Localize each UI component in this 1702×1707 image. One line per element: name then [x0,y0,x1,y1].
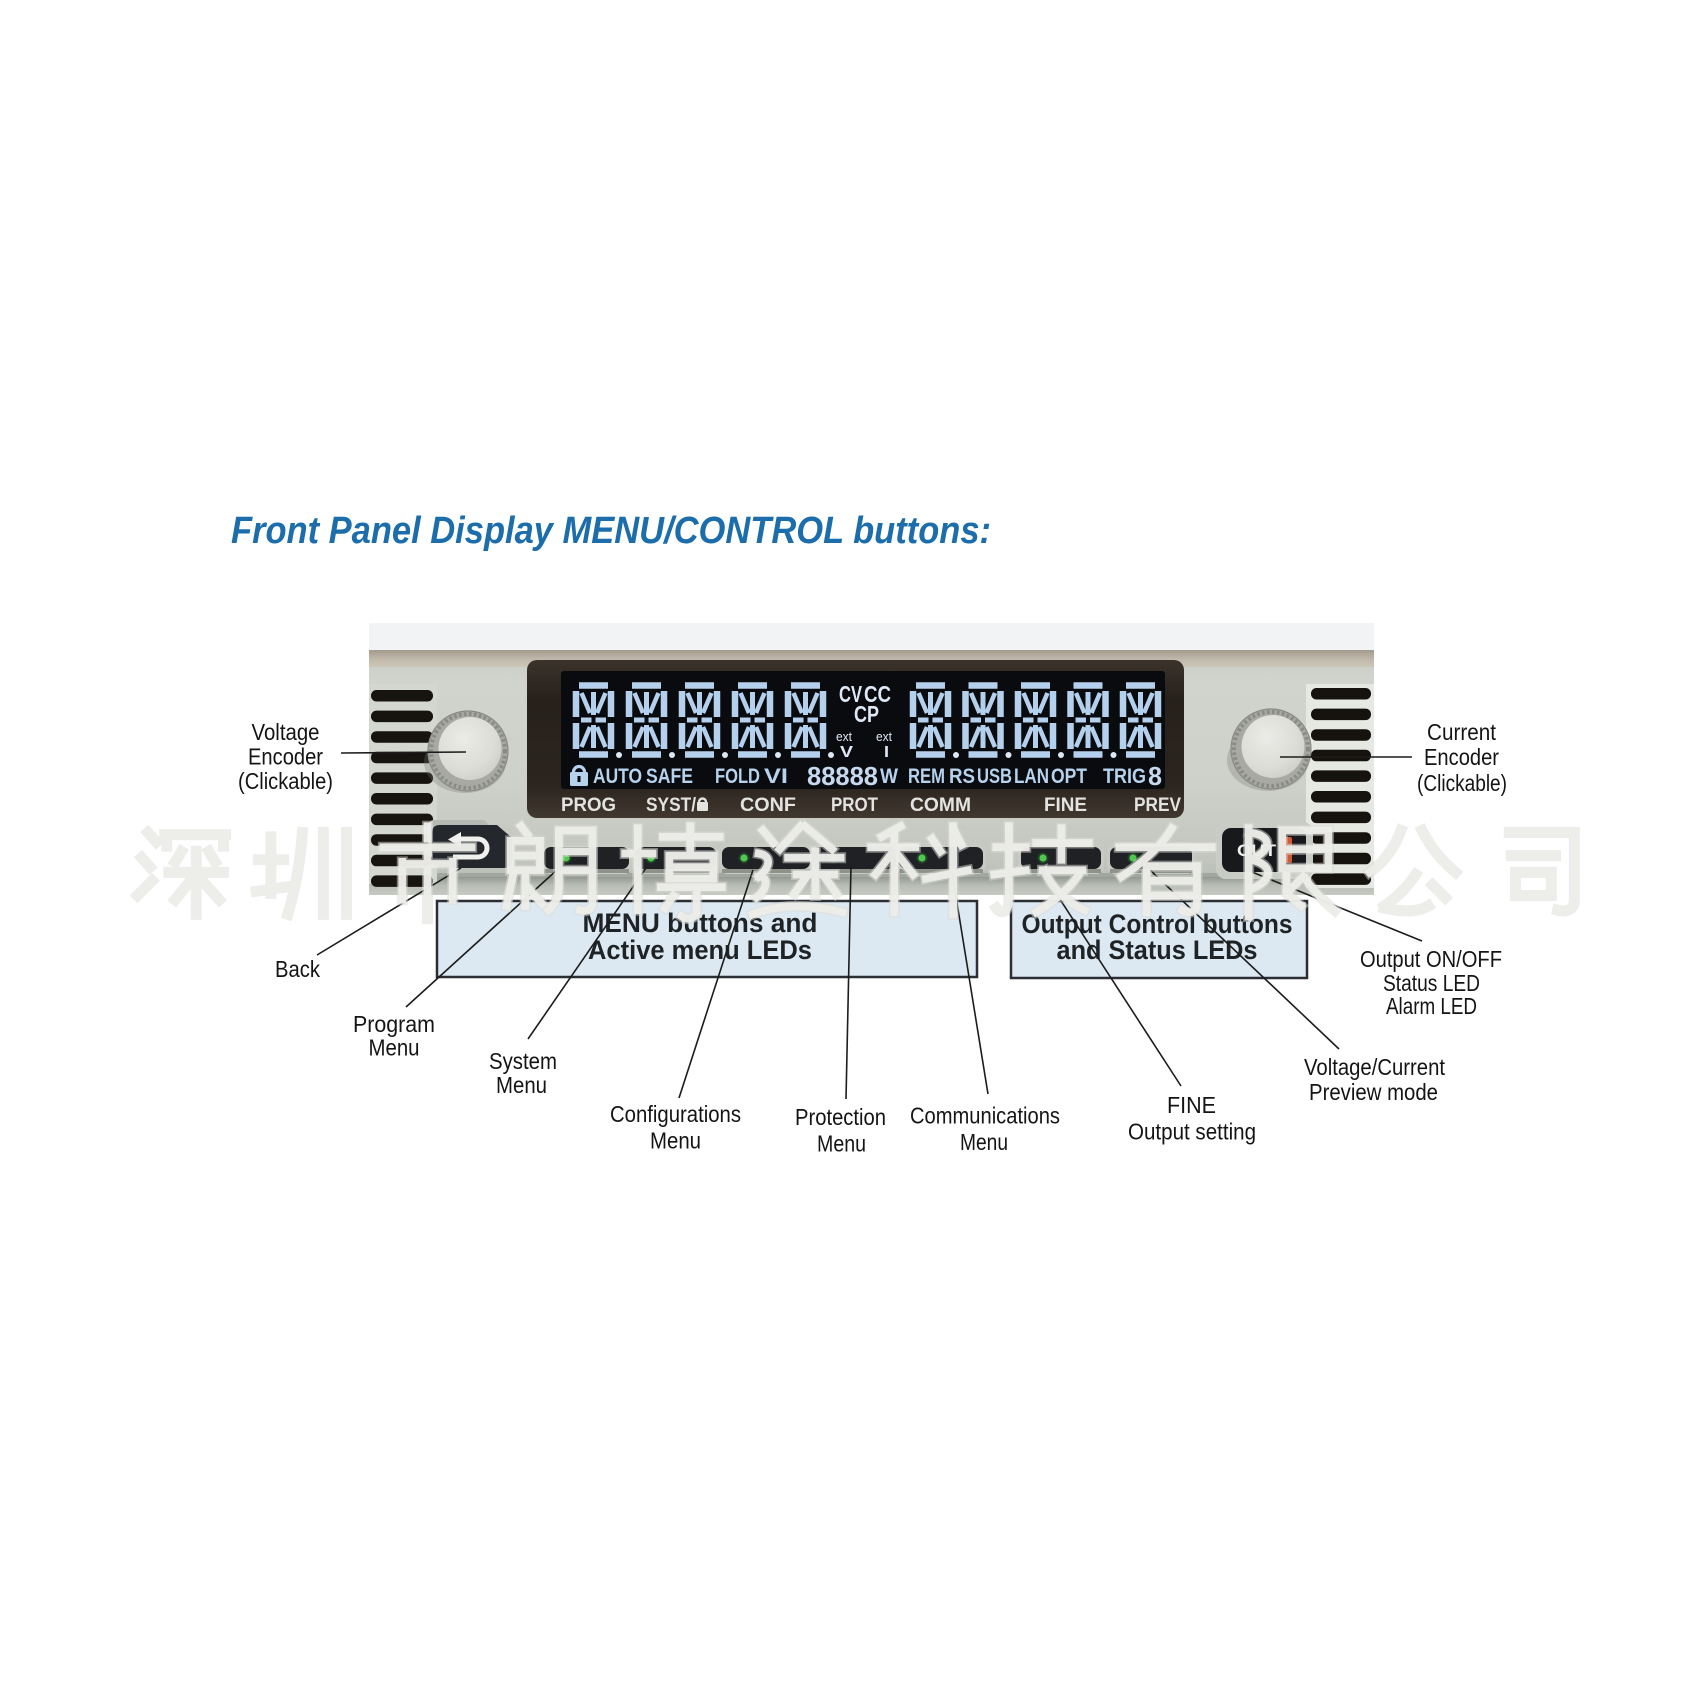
svg-text:Menu: Menu [650,1128,701,1154]
svg-text:Back: Back [275,956,320,982]
svg-text:OPT: OPT [1051,764,1087,788]
svg-text:System: System [489,1048,557,1074]
svg-text:SAFE: SAFE [646,764,693,788]
svg-text:Communications: Communications [910,1103,1060,1129]
svg-text:LAN: LAN [1014,764,1049,788]
svg-text:PREV: PREV [1134,795,1181,816]
svg-text:COMM: COMM [910,795,971,816]
svg-text:FOLD: FOLD [715,764,760,788]
svg-text:Active menu LEDs: Active menu LEDs [588,935,812,965]
svg-text:I: I [884,744,889,761]
svg-text:V: V [840,744,853,761]
svg-text:CV: CV [839,681,862,707]
svg-text:Encoder: Encoder [248,744,323,770]
svg-text:REM: REM [908,764,945,788]
svg-text:ext: ext [836,729,852,744]
svg-text:Status LED: Status LED [1383,970,1480,996]
svg-text:PROT: PROT [831,795,878,816]
svg-text:Current: Current [1427,719,1497,745]
svg-text:W: W [880,764,899,788]
svg-text:USB: USB [977,764,1012,788]
svg-text:Program: Program [353,1011,435,1037]
svg-text:Configurations: Configurations [610,1101,741,1127]
svg-text:Preview mode: Preview mode [1309,1079,1438,1105]
svg-text:PROG: PROG [561,795,616,816]
svg-text:Menu: Menu [496,1072,547,1098]
svg-text:Voltage/Current: Voltage/Current [1304,1054,1446,1080]
svg-text:Alarm LED: Alarm LED [1386,993,1477,1019]
svg-text:(Clickable): (Clickable) [238,768,333,794]
svg-text:Menu: Menu [369,1035,420,1061]
svg-text:8: 8 [1148,761,1162,791]
svg-text:CONF: CONF [740,795,796,816]
svg-text:TRIG: TRIG [1103,764,1146,788]
svg-text:CP: CP [854,701,879,727]
svg-text:FINE: FINE [1167,1092,1216,1118]
svg-text:Front Panel Display MENU/CONTR: Front Panel Display MENU/CONTROL buttons… [231,510,991,552]
svg-text:Menu: Menu [817,1131,866,1157]
svg-text:88888: 88888 [807,761,878,791]
svg-text:Encoder: Encoder [1424,744,1499,770]
svg-text:(Clickable): (Clickable) [1417,770,1507,796]
svg-text:Output ON/OFF: Output ON/OFF [1360,946,1502,972]
svg-text:SYST/: SYST/ [646,795,697,816]
svg-text:ext: ext [876,729,892,744]
svg-text:FINE: FINE [1044,795,1087,816]
svg-text:Menu: Menu [960,1129,1008,1155]
svg-text:Protection: Protection [795,1104,886,1130]
svg-text:CC: CC [864,681,891,707]
svg-text:VI: VI [764,764,788,788]
svg-text:RS: RS [949,764,975,788]
svg-text:AUTO: AUTO [593,764,642,788]
svg-text:Voltage: Voltage [252,719,320,745]
svg-text:Output setting: Output setting [1128,1119,1256,1145]
